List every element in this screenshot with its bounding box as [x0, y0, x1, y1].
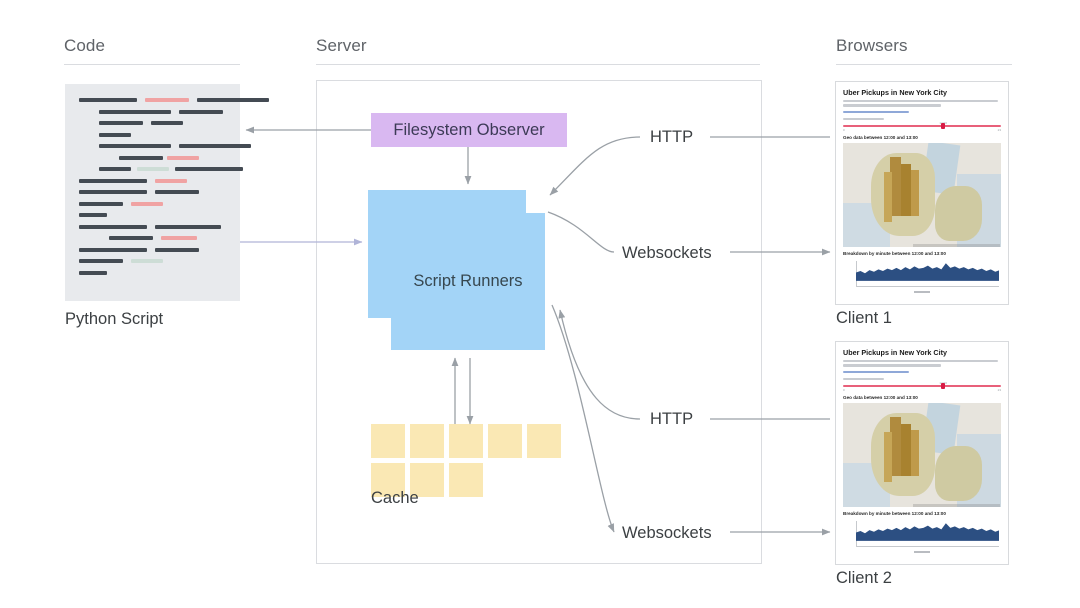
code-line — [175, 167, 243, 171]
client1-app: Uber Pickups in New York City 12:00 0 23… — [836, 82, 1008, 304]
code-line — [119, 155, 163, 160]
client2-app-title: Uber Pickups in New York City — [843, 348, 947, 357]
cache-tile — [449, 463, 483, 497]
client2-hour-slider[interactable]: 12:00 0 23 — [843, 381, 1001, 392]
cache-tile — [371, 463, 405, 497]
script-runners-node[interactable]: Script Runners — [391, 213, 545, 350]
client2-slider-label — [843, 377, 885, 380]
code-line — [179, 109, 223, 114]
cache-tile — [371, 424, 405, 458]
code-line — [99, 109, 171, 114]
client2-chart-caption: Breakdown by minute between 12:00 and 13… — [843, 510, 946, 516]
code-line — [79, 98, 137, 102]
python-script-card — [65, 84, 269, 301]
edge-label-client2-websockets: Websockets — [622, 524, 712, 542]
code-line — [155, 178, 187, 183]
filesystem-observer-label: Filesystem Observer — [393, 120, 545, 139]
cache-tile — [410, 424, 444, 458]
code-line — [79, 213, 107, 217]
client1-histogram — [843, 258, 1001, 293]
client2-slider-min: 0 — [843, 387, 845, 392]
column-rule-browsers — [836, 64, 1012, 65]
client1-thumbnail[interactable]: Uber Pickups in New York City 12:00 0 23… — [835, 81, 1009, 305]
client1-slider-label — [843, 117, 885, 120]
code-line — [197, 98, 269, 102]
column-rule-server — [316, 64, 760, 65]
cache-tile — [527, 424, 561, 458]
client2-caption: Client 2 — [836, 569, 892, 587]
code-line — [161, 236, 197, 240]
client1-app-title: Uber Pickups in New York City — [843, 88, 947, 97]
script-runners-label: Script Runners — [413, 272, 523, 290]
client1-raw-data-link[interactable] — [843, 110, 910, 113]
client1-map-caption: Geo data between 12:00 and 13:00 — [843, 134, 918, 140]
client1-caption: Client 1 — [836, 309, 892, 327]
code-line — [167, 155, 199, 160]
code-line — [99, 121, 143, 125]
code-line — [145, 98, 189, 102]
code-line — [99, 167, 131, 171]
server-boundary — [316, 80, 762, 564]
code-line — [179, 144, 251, 148]
column-title-server: Server — [316, 36, 367, 55]
client2-map-attribution — [913, 503, 1000, 507]
cache-tile — [488, 424, 522, 458]
code-line — [109, 236, 153, 240]
code-line — [79, 270, 107, 275]
cache-label: Cache — [371, 489, 419, 507]
client1-chart-caption: Breakdown by minute between 12:00 and 13… — [843, 250, 946, 256]
client2-histogram — [843, 518, 1001, 553]
code-line — [79, 224, 147, 229]
code-line — [79, 190, 147, 194]
code-line — [155, 224, 221, 229]
code-line — [155, 190, 199, 194]
cache-tile — [449, 424, 483, 458]
client1-map-attribution — [913, 243, 1000, 247]
column-rule-code — [64, 64, 240, 65]
code-line — [79, 201, 123, 206]
client1-slider-knob[interactable] — [940, 122, 945, 129]
client1-slider-min: 0 — [843, 127, 845, 132]
cache-tile — [410, 463, 444, 497]
edge-label-client1-websockets: Websockets — [622, 244, 712, 262]
column-title-browsers: Browsers — [836, 36, 908, 55]
client2-app: Uber Pickups in New York City 12:00 0 23… — [836, 342, 1008, 564]
client2-slider-track — [843, 384, 1001, 387]
filesystem-observer-node[interactable]: Filesystem Observer — [371, 113, 567, 147]
code-line — [131, 259, 163, 263]
client2-raw-data-link[interactable] — [843, 370, 910, 373]
client2-map[interactable] — [843, 402, 1001, 507]
client2-slider-knob[interactable] — [940, 382, 945, 389]
client2-map-caption: Geo data between 12:00 and 13:00 — [843, 394, 918, 400]
code-line — [131, 201, 163, 206]
code-line — [79, 247, 147, 252]
edge-label-client1-http: HTTP — [650, 128, 694, 146]
client1-hour-slider[interactable]: 12:00 0 23 — [843, 121, 1001, 132]
code-line — [99, 144, 171, 148]
client2-app-description — [843, 360, 1001, 367]
client2-thumbnail[interactable]: Uber Pickups in New York City 12:00 0 23… — [835, 341, 1009, 565]
column-title-code: Code — [64, 36, 106, 55]
code-line — [137, 167, 169, 171]
client1-map[interactable] — [843, 142, 1001, 247]
edge-label-client2-http: HTTP — [650, 410, 694, 428]
client2-slider-max: 23 — [997, 387, 1001, 392]
code-line — [155, 247, 199, 252]
code-line — [79, 259, 123, 263]
code-line — [151, 121, 183, 125]
client1-app-description — [843, 100, 1001, 107]
client1-slider-track — [843, 124, 1001, 127]
code-line — [79, 178, 147, 183]
code-line — [99, 132, 131, 137]
client1-slider-max: 23 — [997, 127, 1001, 132]
python-script-label: Python Script — [65, 310, 164, 328]
